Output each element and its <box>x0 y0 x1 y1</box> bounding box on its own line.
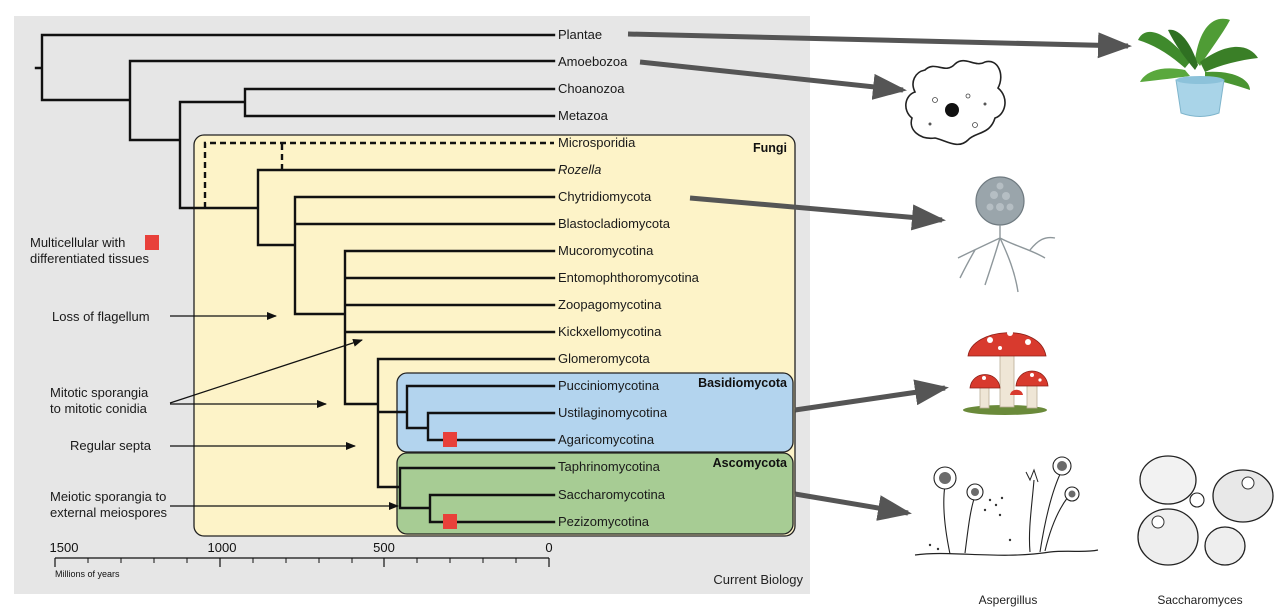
annotation-meiotic-line-2: external meiospores <box>50 505 168 520</box>
axis-unit-label: Millions of years <box>55 569 120 579</box>
multicellular-marker-pezizomycotina <box>443 514 457 529</box>
taxon-kickxellomycotina: Kickxellomycotina <box>558 324 662 339</box>
axis-tick-1500: 1500 <box>50 540 79 555</box>
arrow-mitotic-to-kickxello <box>169 339 363 404</box>
taxon-chytridiomycota: Chytridiomycota <box>558 189 652 204</box>
arrow-amoebozoa-illustration <box>639 59 907 100</box>
mushroom-illustration <box>963 330 1049 415</box>
taxon-saccharomycotina: Saccharomycotina <box>558 487 666 502</box>
axis-tick-500: 500 <box>373 540 395 555</box>
aspergillus-illustration <box>914 456 1099 556</box>
time-axis <box>54 557 550 567</box>
fungi-group-label: Fungi <box>753 141 787 155</box>
aspergillus-caption: Aspergillus <box>979 593 1038 607</box>
annotation-mitotic-line-2: to mitotic conidia <box>50 401 148 416</box>
taxon-choanozoa: Choanozoa <box>558 81 625 96</box>
phylogenetic-tree <box>34 33 556 524</box>
taxon-mucoromycotina: Mucoromycotina <box>558 243 654 258</box>
ascomycota-group-label: Ascomycota <box>713 456 788 470</box>
chytrid-illustration <box>957 176 1056 293</box>
amoeba-illustration <box>905 59 1006 146</box>
taxon-labels: Plantae Amoebozoa Choanozoa Metazoa Micr… <box>558 27 700 529</box>
taxon-microsporidia: Microsporidia <box>558 135 636 150</box>
taxon-taphrinomycotina: Taphrinomycotina <box>558 459 661 474</box>
annotation-loss-of-flagellum: Loss of flagellum <box>52 309 150 324</box>
potted-plant-illustration <box>1138 18 1258 117</box>
taxon-plantae: Plantae <box>558 27 602 42</box>
taxon-pucciniomycotina: Pucciniomycotina <box>558 378 660 393</box>
legend-marker <box>145 235 159 250</box>
saccharomyces-illustration <box>1137 455 1274 566</box>
annotation-regular-septa: Regular septa <box>70 438 152 453</box>
annotation-meiotic-line-1: Meiotic sporangia to <box>50 489 166 504</box>
taxon-glomeromycota: Glomeromycota <box>558 351 651 366</box>
saccharomyces-caption: Saccharomyces <box>1157 593 1242 607</box>
taxon-zoopagomycotina: Zoopagomycotina <box>558 297 662 312</box>
basidiomycota-group-label: Basidiomycota <box>698 376 788 390</box>
taxon-blastocladiomycota: Blastocladiomycota <box>558 216 671 231</box>
taxon-ustilaginomycotina: Ustilaginomycotina <box>558 405 668 420</box>
taxon-amoebozoa: Amoebozoa <box>558 54 628 69</box>
arrow-basidiomycota-illustration <box>794 379 949 413</box>
taxon-metazoa: Metazoa <box>558 108 609 123</box>
taxon-entomophthoromycotina: Entomophthoromycotina <box>558 270 700 285</box>
journal-credit: Current Biology <box>713 572 803 587</box>
arrow-ascomycota-illustration <box>794 491 912 521</box>
annotation-mitotic-line-1: Mitotic sporangia <box>50 385 149 400</box>
legend-line-2: differentiated tissues <box>30 251 149 266</box>
axis-tick-0: 0 <box>545 540 552 555</box>
arrow-chytridiomycota-illustration <box>689 195 946 231</box>
taxon-rozella: Rozella <box>558 162 601 177</box>
legend-line-1: Multicellular with <box>30 235 125 250</box>
taxon-agaricomycotina: Agaricomycotina <box>558 432 655 447</box>
multicellular-marker-agaricomycotina <box>443 432 457 447</box>
arrow-plantae-illustration <box>627 31 1132 59</box>
ascomycota-box <box>396 452 794 535</box>
axis-tick-1000: 1000 <box>208 540 237 555</box>
taxon-pezizomycotina: Pezizomycotina <box>558 514 650 529</box>
